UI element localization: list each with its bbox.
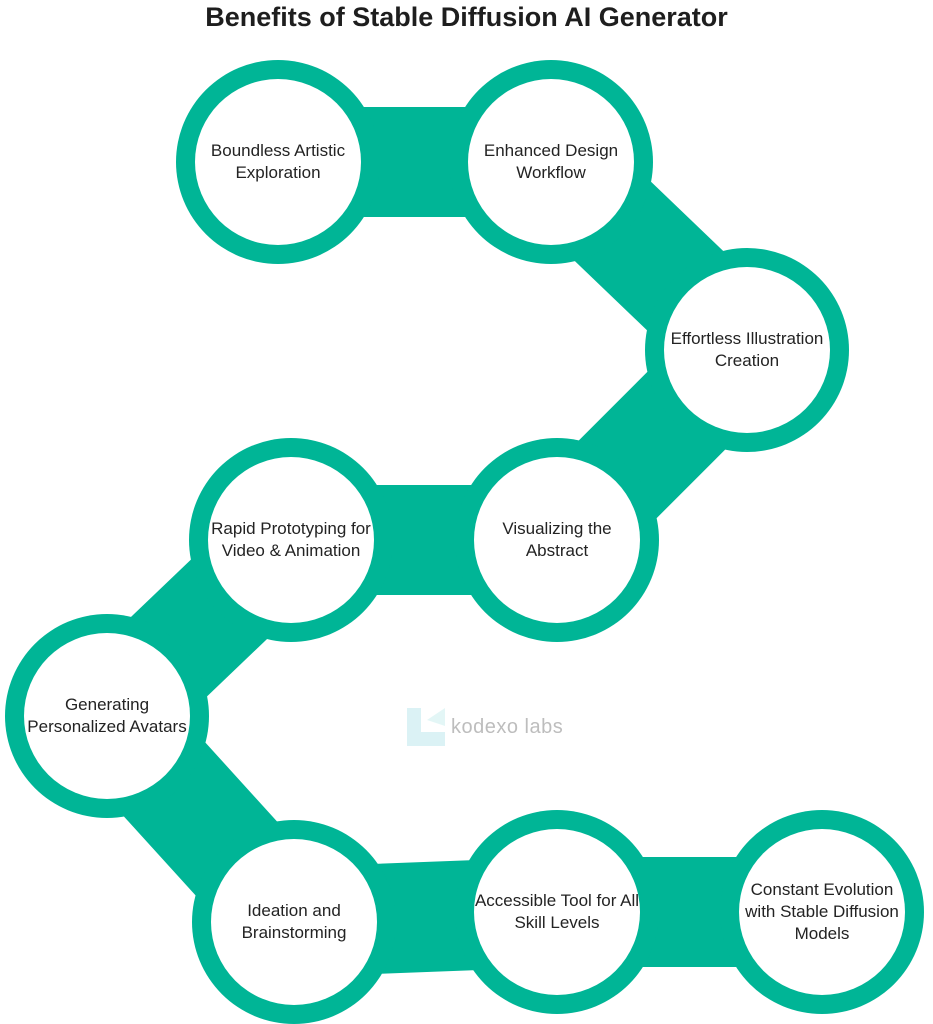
benefit-label: Effortless Illustration Creation (670, 329, 824, 370)
benefit-label: Ideation and Brainstorming (241, 901, 347, 942)
diagram-title: Benefits of Stable Diffusion AI Generato… (205, 2, 728, 32)
benefit-label: Boundless Artistic Exploration (210, 141, 346, 182)
watermark-text: kodexo labs (451, 715, 564, 738)
node-inner (474, 457, 640, 623)
node-inner (195, 79, 361, 245)
node-inner (468, 79, 634, 245)
node-inner (24, 633, 190, 799)
benefit-label: Generating Personalized Avatars (27, 695, 187, 736)
node-inner (739, 829, 905, 995)
benefit-label: Visualizing the Abstract (502, 519, 612, 560)
kodexo-logo-icon (407, 708, 445, 746)
watermark-logo: kodexo labs (405, 706, 563, 748)
benefit-label: Rapid Prototyping for Video & Animation (211, 519, 371, 560)
node-inner (474, 829, 640, 995)
benefit-label: Accessible Tool for All Skill Levels (474, 891, 640, 932)
node-inner (211, 839, 377, 1005)
benefit-label: Enhanced Design Workflow (483, 141, 619, 182)
node-inner (208, 457, 374, 623)
node-inner (664, 267, 830, 433)
benefit-label: Constant Evolution with Stable Diffusion… (745, 880, 899, 943)
